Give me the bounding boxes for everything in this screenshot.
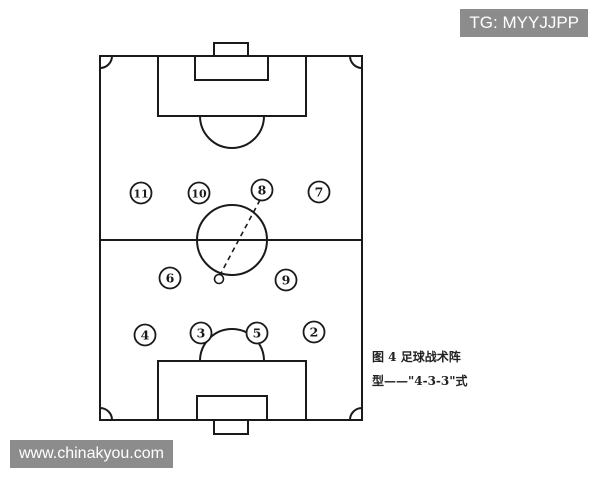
corner-arc-bottom-right	[349, 407, 363, 421]
bottom-goal	[213, 419, 249, 435]
player-circle	[307, 180, 331, 204]
bottom-penalty-arc	[199, 328, 265, 362]
player-number: 9	[282, 273, 291, 288]
player-circle	[250, 178, 274, 202]
player-number: 10	[191, 188, 207, 201]
player-number: 7	[315, 185, 324, 200]
player-circle	[158, 266, 182, 290]
player-marker-5: 5	[245, 321, 269, 345]
player-marker-9: 9	[274, 268, 298, 292]
player-marker-3: 3	[189, 321, 213, 345]
player-circle	[187, 181, 211, 205]
player-circle	[133, 323, 157, 347]
caption-line-1: 图 4 足球战术阵	[372, 350, 461, 364]
player-marker-2: 2	[302, 320, 326, 344]
player-number: 6	[166, 271, 175, 286]
player-number: 3	[197, 326, 206, 341]
top-penalty-arc	[199, 115, 265, 149]
player-number: 11	[133, 188, 148, 201]
figure-caption: 图 4 足球战术阵 型——"4-3-3"式	[372, 345, 512, 393]
player-circle	[129, 181, 153, 205]
player-circle	[245, 321, 269, 345]
watermark-top-right: TG: MYYJJPP	[460, 9, 588, 37]
corner-arc-bottom-left	[99, 407, 113, 421]
caption-line-2: 型——"4-3-3"式	[372, 374, 468, 388]
player-marker-7: 7	[307, 180, 331, 204]
top-goal	[213, 42, 249, 57]
bottom-goal-area	[196, 395, 268, 421]
top-goal-area	[194, 55, 269, 81]
ball	[213, 273, 225, 285]
player-circle	[302, 320, 326, 344]
player-marker-11: 11	[129, 181, 153, 205]
top-penalty-area	[157, 55, 307, 117]
player-marker-10: 10	[187, 181, 211, 205]
watermark-bottom-left: www.chinakyou.com	[10, 440, 173, 468]
player-marker-4: 4	[133, 323, 157, 347]
player-marker-6: 6	[158, 266, 182, 290]
center-circle	[196, 204, 268, 276]
player-circle	[274, 268, 298, 292]
pass-line	[219, 199, 261, 276]
corner-arc-top-left	[99, 55, 113, 69]
player-circle	[189, 321, 213, 345]
pitch-boundary	[99, 55, 363, 421]
player-number: 4	[141, 328, 150, 343]
player-marker-8: 8	[250, 178, 274, 202]
bottom-penalty-area	[157, 360, 307, 421]
player-number: 2	[310, 325, 319, 340]
player-number: 5	[253, 326, 262, 341]
players-layer: 11 10 8 7 6 9 4 3 5 2	[129, 178, 331, 347]
player-number: 8	[258, 183, 267, 198]
corner-arc-top-right	[349, 55, 363, 69]
